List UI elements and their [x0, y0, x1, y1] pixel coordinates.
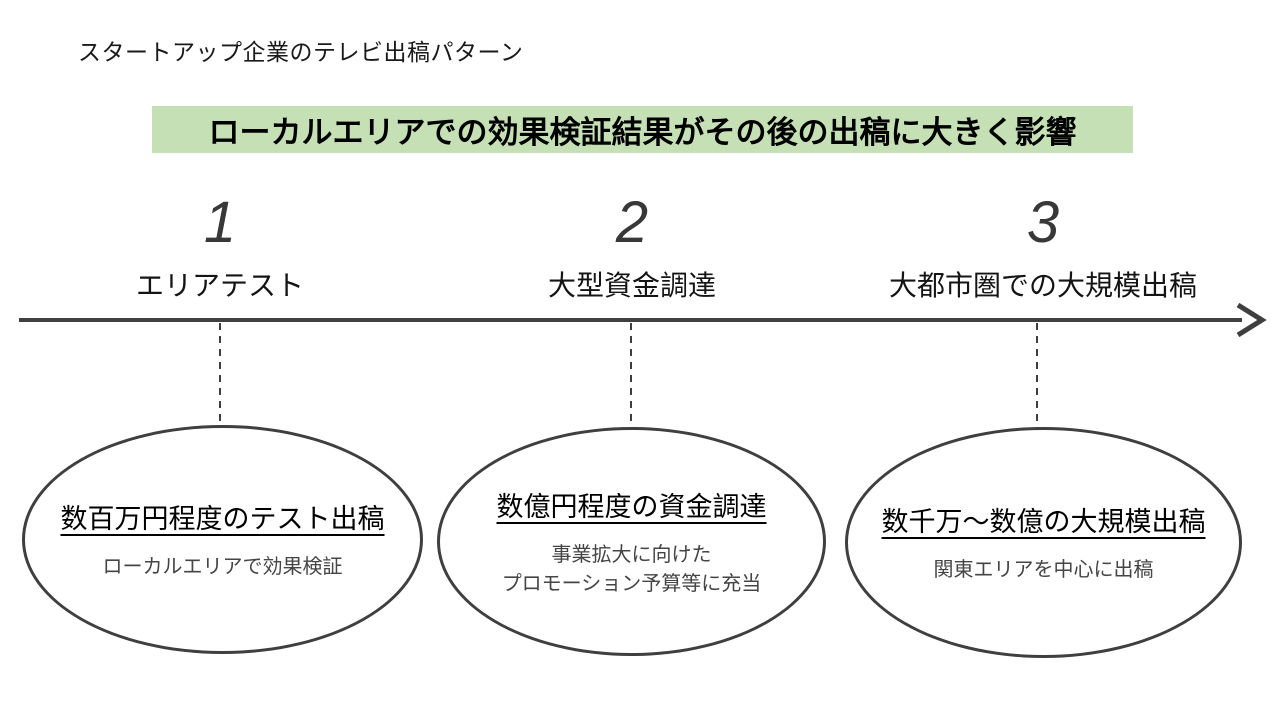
step-1-label: エリアテスト [135, 270, 305, 301]
step-1-bubble-subtitle: ローカルエリアで効果検証 [103, 553, 343, 582]
page-title: スタートアップ企業のテレビ出稿パターン [78, 39, 524, 65]
step-2-bubble-title: 数億円程度の資金調達 [496, 491, 767, 522]
timeline-arrowhead-icon [1236, 302, 1267, 338]
step-1-bubble: 数百万円程度のテスト出稿 ローカルエリアで効果検証 [22, 425, 423, 654]
highlight-banner: ローカルエリアでの効果検証結果がその後の出稿に大きく影響 [152, 106, 1133, 153]
step-2-bubble: 数億円程度の資金調達 事業拡大に向けた プロモーション予算等に充当 [437, 427, 826, 656]
step-3-bubble-subtitle: 関東エリアを中心に出稿 [934, 556, 1154, 585]
step-3-number: 3 [1026, 190, 1060, 255]
step-2-bubble-subtitle-line: プロモーション予算等に充当 [501, 572, 762, 595]
step-2-bubble-subtitle: 事業拡大に向けた プロモーション予算等に充当 [502, 541, 762, 599]
banner-text: ローカルエリアでの効果検証結果がその後の出稿に大きく影響 [208, 115, 1077, 150]
step-1-bubble-title: 数百万円程度のテスト出稿 [60, 504, 385, 534]
timeline [19, 302, 1267, 428]
step-3-bubble: 数千万～数億の大規模出稿 関東エリアを中心に出稿 [845, 427, 1242, 658]
step-1-number: 1 [203, 190, 237, 255]
step-3-bubble-subtitle-line: 関東エリアを中心に出稿 [933, 559, 1154, 581]
step-3-label: 大都市圏での大規模出稿 [888, 270, 1198, 301]
step-1-bubble-subtitle-line: ローカルエリアで効果検証 [102, 556, 343, 578]
step-2-number: 2 [615, 190, 649, 255]
step-2-bubble-subtitle-line: 事業拡大に向けた [551, 543, 712, 566]
step-3-bubble-title: 数千万～数億の大規模出稿 [881, 507, 1206, 537]
step-2-label: 大型資金調達 [547, 270, 717, 301]
